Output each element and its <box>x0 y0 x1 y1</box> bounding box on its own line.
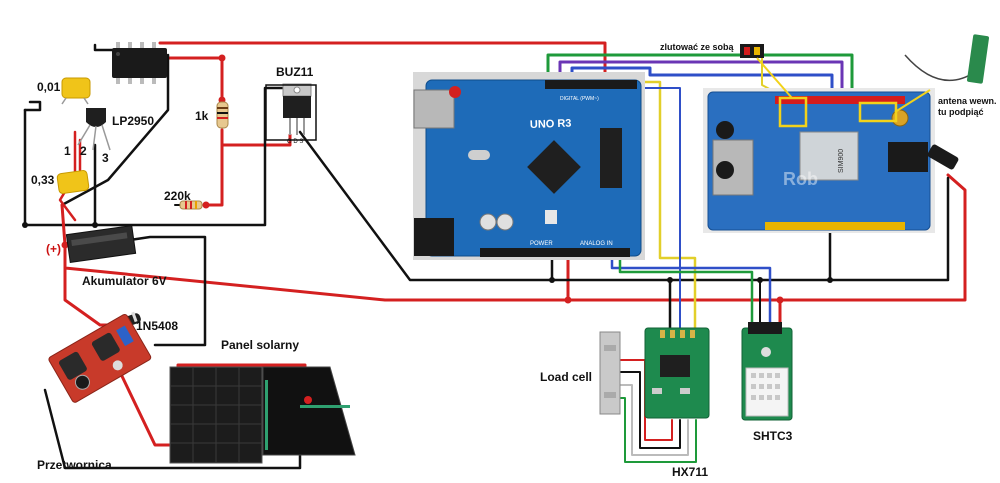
wire-black-buz-gnd <box>298 130 832 282</box>
antenna-pointer <box>894 89 931 113</box>
wire-black-ic-down <box>60 53 170 207</box>
capacitor-icon <box>56 170 90 194</box>
battery-label: Akumulator 6V <box>82 274 167 288</box>
sim900-gsm-shield-icon: SIM900 Rob <box>703 88 935 233</box>
battery-icon <box>65 224 137 264</box>
wire-black-ic-left2 <box>93 43 114 52</box>
wires <box>23 41 967 470</box>
mosfet-pins-label: G D S <box>287 139 303 145</box>
shtc3-label: SHTC3 <box>753 429 793 443</box>
to92-transistor-icon <box>77 108 111 151</box>
wire-purple-bus <box>558 60 844 102</box>
capacitor-0.33-label: 0,33 <box>31 173 55 187</box>
resistor-icon <box>216 101 229 129</box>
antenna-note-line1: antena wewn. <box>938 96 997 106</box>
wire-red-top <box>158 41 607 87</box>
arduino-analog-label: ANALOG IN <box>580 241 613 247</box>
wire-black-left-frame <box>23 86 302 227</box>
wire-blue-shtc <box>610 256 772 332</box>
wire-red-1k-220k <box>204 143 224 207</box>
wire-black-battery <box>128 235 207 347</box>
wire-blue-bus <box>570 66 834 102</box>
solder-note: zlutować ze sobą <box>660 42 734 52</box>
resistor-1k-label: 1k <box>195 109 209 123</box>
dc-plug-icon <box>927 144 959 170</box>
to220-transistor-icon <box>282 83 312 135</box>
pin1-label: 1 <box>64 144 71 158</box>
pin2-label: 2 <box>80 144 87 158</box>
wire-green-bus <box>546 53 854 102</box>
wire-red-loadcell <box>619 359 673 441</box>
converter-label: Przetwornica <box>37 458 112 472</box>
wire-white-loadcell <box>619 384 689 456</box>
wire-green-shtc <box>618 256 754 332</box>
antenna-note-line2: tu podpiąć <box>938 107 984 117</box>
wire-black-gsm-gnd <box>828 176 950 282</box>
dc-dc-converter-icon <box>48 313 152 403</box>
resistor-220k-label: 220k <box>164 189 191 203</box>
pin3-label: 3 <box>102 151 109 165</box>
diode-label: 1N5408 <box>136 319 179 333</box>
wire-red-battery-main <box>63 173 967 302</box>
wire-red-battery-up <box>60 203 67 247</box>
solder-pointer <box>756 57 793 99</box>
hx711-board-icon <box>644 327 710 419</box>
mosfet-frame <box>265 84 317 141</box>
solar-panel-icon <box>169 366 356 464</box>
junction-dots <box>22 222 833 283</box>
solder-highlight <box>778 96 808 128</box>
arduino-power-label: POWER <box>530 241 553 247</box>
wire-black-loadcell <box>619 371 681 449</box>
hx711-label: HX711 <box>672 465 709 479</box>
pcb-antenna-icon <box>904 34 990 84</box>
load-cell-icon <box>599 331 621 415</box>
arduino-model-label: UNO R3 <box>530 118 572 131</box>
gsm-watermark: Rob <box>783 169 818 189</box>
wire-green-loadcell <box>619 397 697 463</box>
capacitor-icon <box>61 77 91 105</box>
load-cell-label: Load cell <box>540 370 593 384</box>
arduino-digital-label: DIGITAL (PWM~) <box>560 96 599 102</box>
battery-polarity-label: (+) <box>46 242 61 256</box>
wire-black-cap <box>23 100 42 112</box>
solar-panel-label: Panel solarny <box>221 338 300 352</box>
mosfet-label: BUZ11 <box>276 65 314 79</box>
gsm-chip-label: SIM900 <box>838 149 845 173</box>
shtc3-board-icon <box>741 322 793 421</box>
capacitor-0.01-label: 0,01 <box>37 80 61 94</box>
resistor-icon <box>179 200 203 210</box>
jumper-header-icon <box>740 44 764 58</box>
wire-red-1k-down <box>220 128 292 147</box>
dip8-chip-icon <box>112 42 167 84</box>
arduino-uno-board-icon: UNO R3 POWER ANALOG IN DIGITAL (PWM~) <box>413 72 645 260</box>
regulator-label: LP2950 <box>112 114 155 128</box>
